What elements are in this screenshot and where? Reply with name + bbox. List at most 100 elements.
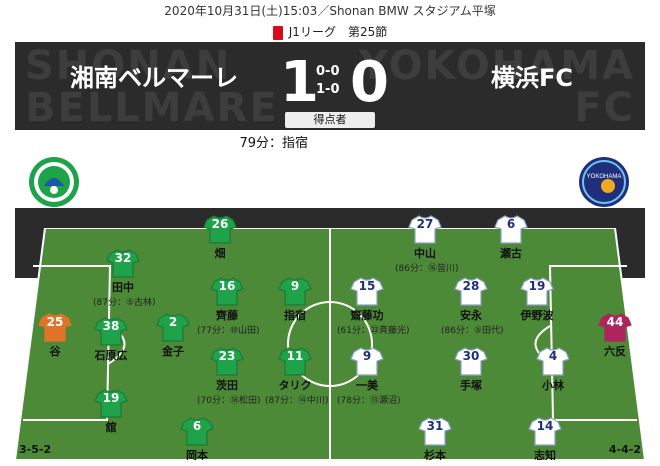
shirt-number: 32 [114,251,132,265]
player-name: 畑 [214,247,226,260]
home-player: 38 石原広 [81,316,141,363]
substitution: (78分：⑬瀬沼) [337,396,401,406]
shirt-icon: 11 [278,346,312,376]
shirt-number: 19 [528,279,546,293]
shirt-number: 6 [192,419,202,433]
shirt-icon: 9 [278,276,312,306]
away-team-name: 横浜FC [490,64,573,92]
home-ghost-1: SHONAN [25,43,232,89]
pitch-grass [15,228,645,460]
shirt-icon: 31 [418,416,452,446]
shirt-icon: 16 [210,276,244,306]
player-name: 谷 [49,345,61,358]
away-player: 4 小林 [523,346,583,393]
shirt-icon: 38 [94,316,128,346]
substitution: (87分：⑭中川) [265,396,329,406]
shirt-icon: 32 [106,248,140,278]
home-player: 16 齊藤 (77分：⑩山田) [197,276,260,336]
player-name: 金子 [162,345,184,358]
scorers-label: 得点者 [285,112,375,128]
shirt-number: 27 [416,217,434,231]
shirt-icon: 6 [494,214,528,244]
shirt-number: 9 [290,279,300,293]
shirt-icon: 23 [210,346,244,376]
shirt-number: 9 [362,349,372,363]
shirt-icon: 30 [454,346,488,376]
j-league-logo-icon [272,25,283,40]
league-label: J1リーグ 第25節 [288,25,388,39]
away-player: 19 伊野波 [507,276,567,323]
away-player: 6 瀬古 [481,214,541,261]
shirt-icon: 44 [598,312,632,342]
shirt-number: 28 [462,279,480,293]
away-score: 0 [350,50,389,115]
shirt-number: 15 [358,279,376,293]
player-name: 杉本 [424,449,446,460]
shirt-icon: 14 [528,416,562,446]
home-player: 25 谷 [25,312,85,359]
player-name: 伊野波 [520,309,554,322]
shirt-icon: 26 [203,214,237,244]
player-name: 六反 [604,345,626,358]
away-player: 44 六反 [585,312,645,359]
shirt-number: 14 [536,419,554,433]
away-ghost-2: FC [574,85,635,130]
shirt-icon: 6 [180,416,214,446]
substitution: (77分：⑩山田) [197,326,260,336]
player-name: 瀬古 [500,247,522,260]
pitch: 3-5-2 4-4-2 26 畑 32 田中 (87分：⑤古林) 25 谷 38 石原広 2 金子 1… [15,208,645,460]
shirt-icon: 2 [156,312,190,342]
shirt-icon: 28 [454,276,488,306]
shirt-number: 2 [168,315,178,329]
shirt-icon: 25 [38,312,72,342]
second-half-score: 1-0 [316,82,340,97]
player-name: 手塚 [460,379,482,392]
goal-scorer: 79分：指宿 [239,136,308,151]
away-player: 30 手塚 [441,346,501,393]
away-emblem-icon: YOKOHAMA [579,157,629,207]
player-name: 岡本 [186,449,208,460]
player-name: 安永 [460,309,482,322]
player-name: 茨田 [216,379,238,392]
substitution: (86分：⑯皆川) [395,264,459,274]
first-half-score: 0-0 [316,64,340,79]
home-player: 26 畑 [190,214,250,261]
player-name: 小林 [542,379,564,392]
player-name: 田中 [112,281,134,294]
away-formation: 4-4-2 [608,443,641,456]
away-ghost-1: YOKOHAMA [359,43,635,89]
player-name: 志知 [534,449,556,460]
home-player: 11 タリク (87分：⑭中川) [265,346,329,406]
shirt-number: 44 [606,315,624,329]
away-player: 14 志知 [515,416,575,460]
substitution: (87分：⑤古林) [93,298,156,308]
svg-text:YOKOHAMA: YOKOHAMA [587,174,622,180]
shirt-number: 23 [218,349,236,363]
shirt-icon: 19 [94,388,128,418]
player-name: 齋藤功 [350,309,384,322]
home-player: 2 金子 [143,312,203,359]
shirt-number: 4 [548,349,558,363]
home-player: 19 舘 [81,388,141,435]
shirt-number: 25 [46,315,64,329]
player-name: 齊藤 [216,309,238,322]
player-name: 石原広 [94,349,128,362]
scoreboard: SHONAN BELLMARE YOKOHAMA FC 湘南ベルマーレ 横浜FC… [15,42,645,130]
shirt-icon: 15 [350,276,384,306]
away-player: 27 中山 (86分：⑯皆川) [395,214,459,274]
substitution: (61分：㉓斉藤光) [337,326,410,336]
home-formation: 3-5-2 [19,443,52,456]
shirt-number: 19 [102,391,120,405]
shirt-icon: 9 [350,346,384,376]
shirt-number: 26 [211,217,229,231]
player-name: 舘 [105,421,117,434]
home-emblem-icon [29,157,79,207]
player-name: 中山 [414,247,436,260]
player-name: タリク [278,379,312,392]
home-player: 32 田中 (87分：⑤古林) [93,248,156,308]
home-score: 1 [280,50,319,115]
shirt-icon: 27 [408,214,442,244]
